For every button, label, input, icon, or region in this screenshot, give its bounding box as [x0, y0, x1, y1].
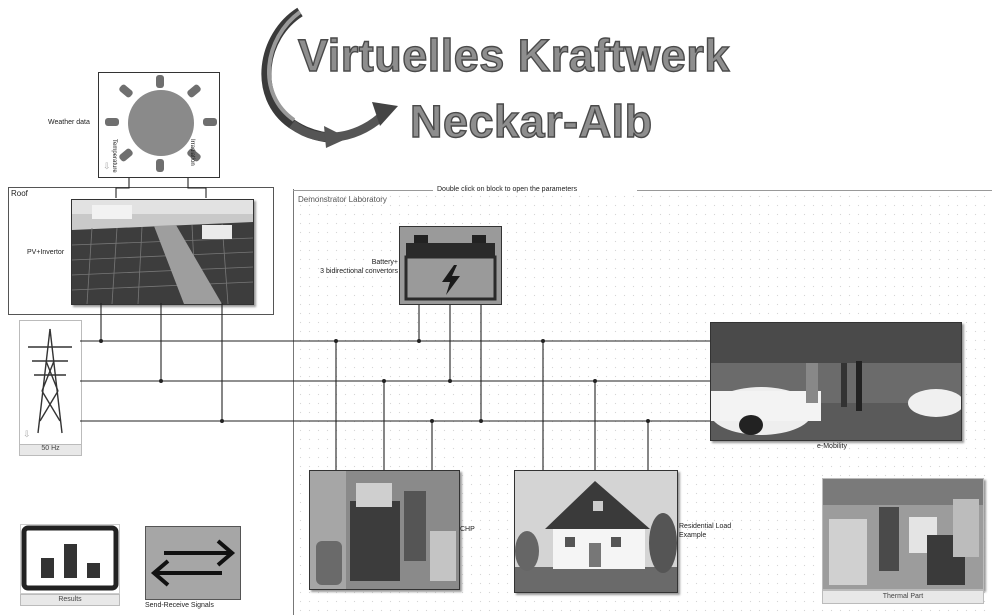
- lightning-icon: [442, 265, 460, 295]
- title-line-1: Virtuelles Kraftwerk: [297, 29, 730, 81]
- battery-label-line1: Battery+: [371, 259, 398, 266]
- lab-area-label: Demonstrator Laboratory: [298, 195, 387, 204]
- residential-label: Residential Load Example: [679, 522, 731, 540]
- bar-chart-icon: [21, 525, 119, 591]
- swirl-arrow-icon: [261, 7, 398, 148]
- lab-border-top-left: [293, 190, 433, 191]
- open-parameters-hint: Double click on block to open the parame…: [437, 186, 578, 193]
- weather-label: Weather data: [48, 119, 90, 126]
- results-block[interactable]: [20, 524, 120, 594]
- pv-label: PV+Invertor: [27, 249, 65, 256]
- weather-data-block[interactable]: Temperature Irradiation ⇩: [98, 72, 220, 178]
- battery-label: Battery+ 3 bidirectional convertors: [306, 258, 398, 276]
- battery-icon: [404, 235, 497, 301]
- chp-label: CHP: [460, 526, 475, 533]
- send-receive-block[interactable]: [145, 526, 241, 600]
- battery-label-line2: 3 bidirectional convertors: [320, 268, 398, 275]
- pv-invertor-block[interactable]: [71, 199, 254, 305]
- sun-icon: [105, 75, 217, 172]
- double-arrow-icon: [150, 539, 236, 587]
- block-arrow-icon: ⇩: [103, 161, 111, 171]
- chp-block[interactable]: [309, 470, 460, 590]
- residential-load-block[interactable]: [514, 470, 678, 593]
- grid-label: 50 Hz: [19, 444, 82, 456]
- block-arrow-icon: ⇩: [23, 429, 31, 439]
- emobility-label: e-Mobility: [817, 443, 847, 450]
- thermal-part-block[interactable]: [822, 478, 984, 590]
- thermal-label: Thermal Part: [822, 590, 984, 604]
- residential-label-line2: Example: [679, 532, 707, 539]
- roof-area-label: Roof: [11, 189, 28, 198]
- lab-area: [293, 189, 992, 615]
- emobility-block[interactable]: [710, 322, 962, 441]
- battery-block[interactable]: [399, 226, 502, 305]
- residential-label-line1: Residential Load: [679, 523, 732, 530]
- grid-50hz-block[interactable]: ⇩: [19, 320, 82, 446]
- roof-area: [8, 187, 274, 315]
- results-label: Results: [20, 594, 120, 606]
- signals-label: Send-Receive Signals: [145, 602, 214, 609]
- title-line-2: Neckar-Alb: [409, 95, 653, 147]
- power-tower-icon: [28, 328, 72, 434]
- lab-border-top-right: [637, 190, 992, 191]
